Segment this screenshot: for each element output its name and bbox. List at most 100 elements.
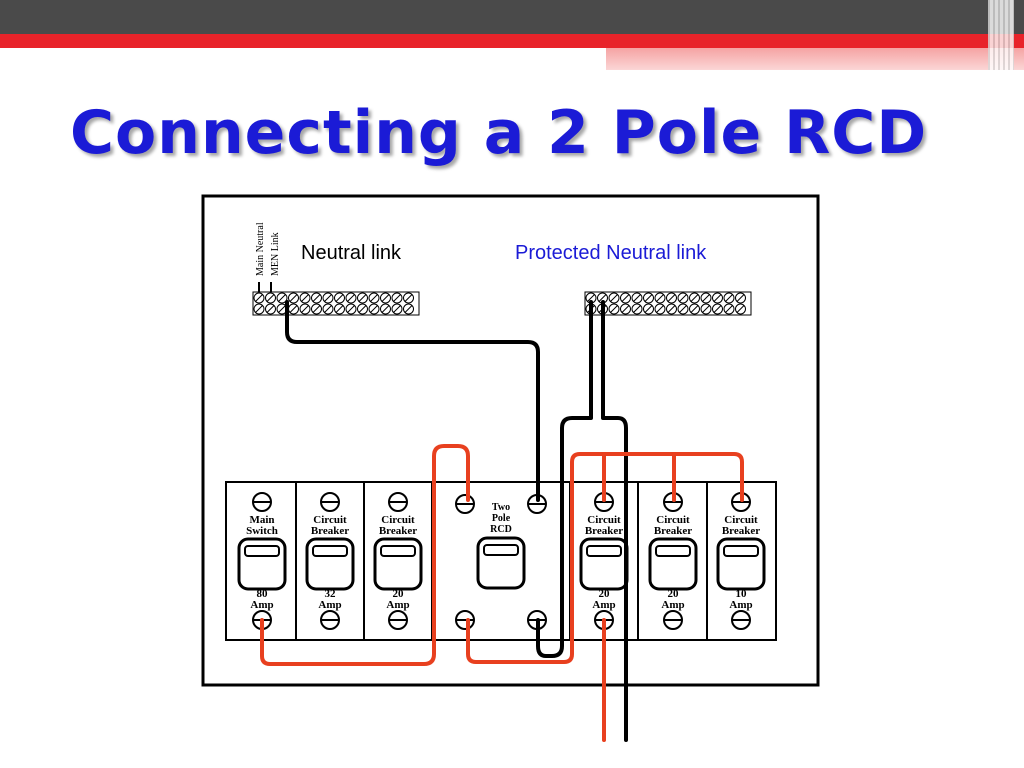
- breaker-toggle: [648, 537, 698, 591]
- breaker-label-line1: Circuit: [656, 514, 690, 526]
- protected-link-screw: [712, 292, 723, 304]
- protected-link-screw: [723, 292, 735, 304]
- neutral-link-label: Neutral link: [301, 242, 402, 264]
- neutral-link-screw: [391, 303, 403, 315]
- neutral-link-screw: [311, 303, 322, 315]
- neutral-link-screw: [299, 303, 311, 315]
- protected-neutral-link-label: Protected Neutral link: [515, 242, 707, 264]
- active-wires: [260, 444, 744, 742]
- neutral-link-screw: [403, 292, 414, 304]
- neutral-link-screw: [368, 292, 380, 304]
- neutral-link-screw: [299, 292, 311, 304]
- breaker-label-line2: Breaker: [585, 525, 623, 537]
- active-wire-main-to-rcd: [260, 444, 470, 666]
- neutral-link-screw: [288, 292, 299, 304]
- slide-title: Connecting a 2 Pole RCD: [70, 98, 928, 168]
- breaker-label-line1: Main: [249, 514, 274, 526]
- breaker-rating: 20: [393, 588, 405, 600]
- protected-link-screw: [666, 303, 677, 315]
- neutral-wire-link-to-rcd: [285, 300, 540, 502]
- rcd-label-line2: Pole: [492, 513, 511, 524]
- protected-link-screw: [643, 292, 654, 304]
- breaker-label-line1: Circuit: [381, 514, 415, 526]
- neutral-link-screw: [368, 303, 380, 315]
- breaker-unit: Amp: [729, 599, 752, 611]
- rcd-label-line1: Two: [492, 502, 510, 513]
- breaker-unit: Amp: [661, 599, 684, 611]
- header-dark-bar: [0, 0, 1024, 34]
- neutral-link-screw: [276, 292, 288, 304]
- neutral-link-screw: [322, 292, 334, 304]
- neutral-link-screw: [276, 303, 288, 315]
- breaker-terminal-bottom: [320, 610, 340, 630]
- protected-link-screw: [654, 292, 666, 304]
- protected-neutral-link-bar: [584, 291, 752, 316]
- breaker-rating: 32: [325, 588, 337, 600]
- protected-link-screw: [666, 292, 677, 304]
- breaker-label-line2: Switch: [246, 525, 278, 537]
- active-wire-rcd-to-breakers: [466, 452, 744, 664]
- breaker-terminal-bottom: [663, 610, 683, 630]
- neutral-link-screw: [345, 292, 357, 304]
- breaker-terminal-top: [663, 492, 683, 512]
- breaker-toggle: [305, 537, 355, 591]
- header-stripes: [988, 0, 1014, 70]
- protected-link-screw: [712, 303, 723, 315]
- protected-link-screw: [700, 303, 712, 315]
- breaker-label-line2: Breaker: [379, 525, 417, 537]
- neutral-link-screw: [357, 303, 368, 315]
- breaker-unit: Amp: [592, 599, 615, 611]
- breaker-row: MainSwitch80AmpCircuitBreaker32AmpCircui…: [225, 481, 777, 641]
- neutral-link-screw: [391, 292, 403, 304]
- protected-link-screw: [620, 292, 631, 304]
- rcd-terminal-top-left: [455, 494, 475, 514]
- protected-link-screw: [735, 303, 746, 315]
- neutral-link-screw: [334, 292, 345, 304]
- breaker-unit: Amp: [318, 599, 341, 611]
- breaker-label-line2: Breaker: [654, 525, 692, 537]
- breaker-toggle: [237, 537, 287, 591]
- neutral-wire-rcd-out: [536, 300, 593, 658]
- neutral-link-screw: [403, 303, 414, 315]
- neutral-link-screw: [345, 303, 357, 315]
- breaker-toggle: [579, 537, 629, 591]
- neutral-link-screw: [311, 292, 322, 304]
- rcd-terminal-bottom-left: [455, 610, 475, 630]
- protected-link-screw: [608, 292, 620, 304]
- breaker-rating: 20: [599, 588, 611, 600]
- breaker-terminal-top: [731, 492, 751, 512]
- breaker-terminal-bottom: [388, 610, 408, 630]
- protected-link-screw: [677, 303, 689, 315]
- men-link-label: MEN Link: [270, 232, 281, 276]
- neutral-wire-supply: [601, 300, 628, 742]
- protected-link-screw: [700, 292, 712, 304]
- neutral-link-screw: [357, 292, 368, 304]
- breaker-terminal-top: [388, 492, 408, 512]
- breaker-unit: Amp: [386, 599, 409, 611]
- neutral-link-screw: [253, 303, 265, 315]
- neutral-wires: [285, 300, 628, 742]
- main-neutral-label: Main Neutral: [255, 222, 266, 276]
- protected-link-screw: [654, 303, 666, 315]
- breaker-rating: 20: [668, 588, 680, 600]
- neutral-link-screw: [265, 292, 276, 304]
- protected-link-screw: [689, 292, 700, 304]
- header-red-bar: [0, 34, 1024, 48]
- protected-link-screw: [643, 303, 654, 315]
- protected-link-screw: [585, 292, 597, 304]
- breaker-toggle: [373, 537, 423, 591]
- neutral-link-screw: [380, 292, 391, 304]
- neutral-link-screw: [288, 303, 299, 315]
- neutral-link-screw: [334, 303, 345, 315]
- breaker-label-line1: Circuit: [313, 514, 347, 526]
- rcd-label-line3: RCD: [490, 524, 512, 535]
- neutral-link-screw: [253, 292, 265, 304]
- breaker-label-line1: Circuit: [587, 514, 621, 526]
- protected-link-screw: [620, 303, 631, 315]
- neutral-link-screw: [322, 303, 334, 315]
